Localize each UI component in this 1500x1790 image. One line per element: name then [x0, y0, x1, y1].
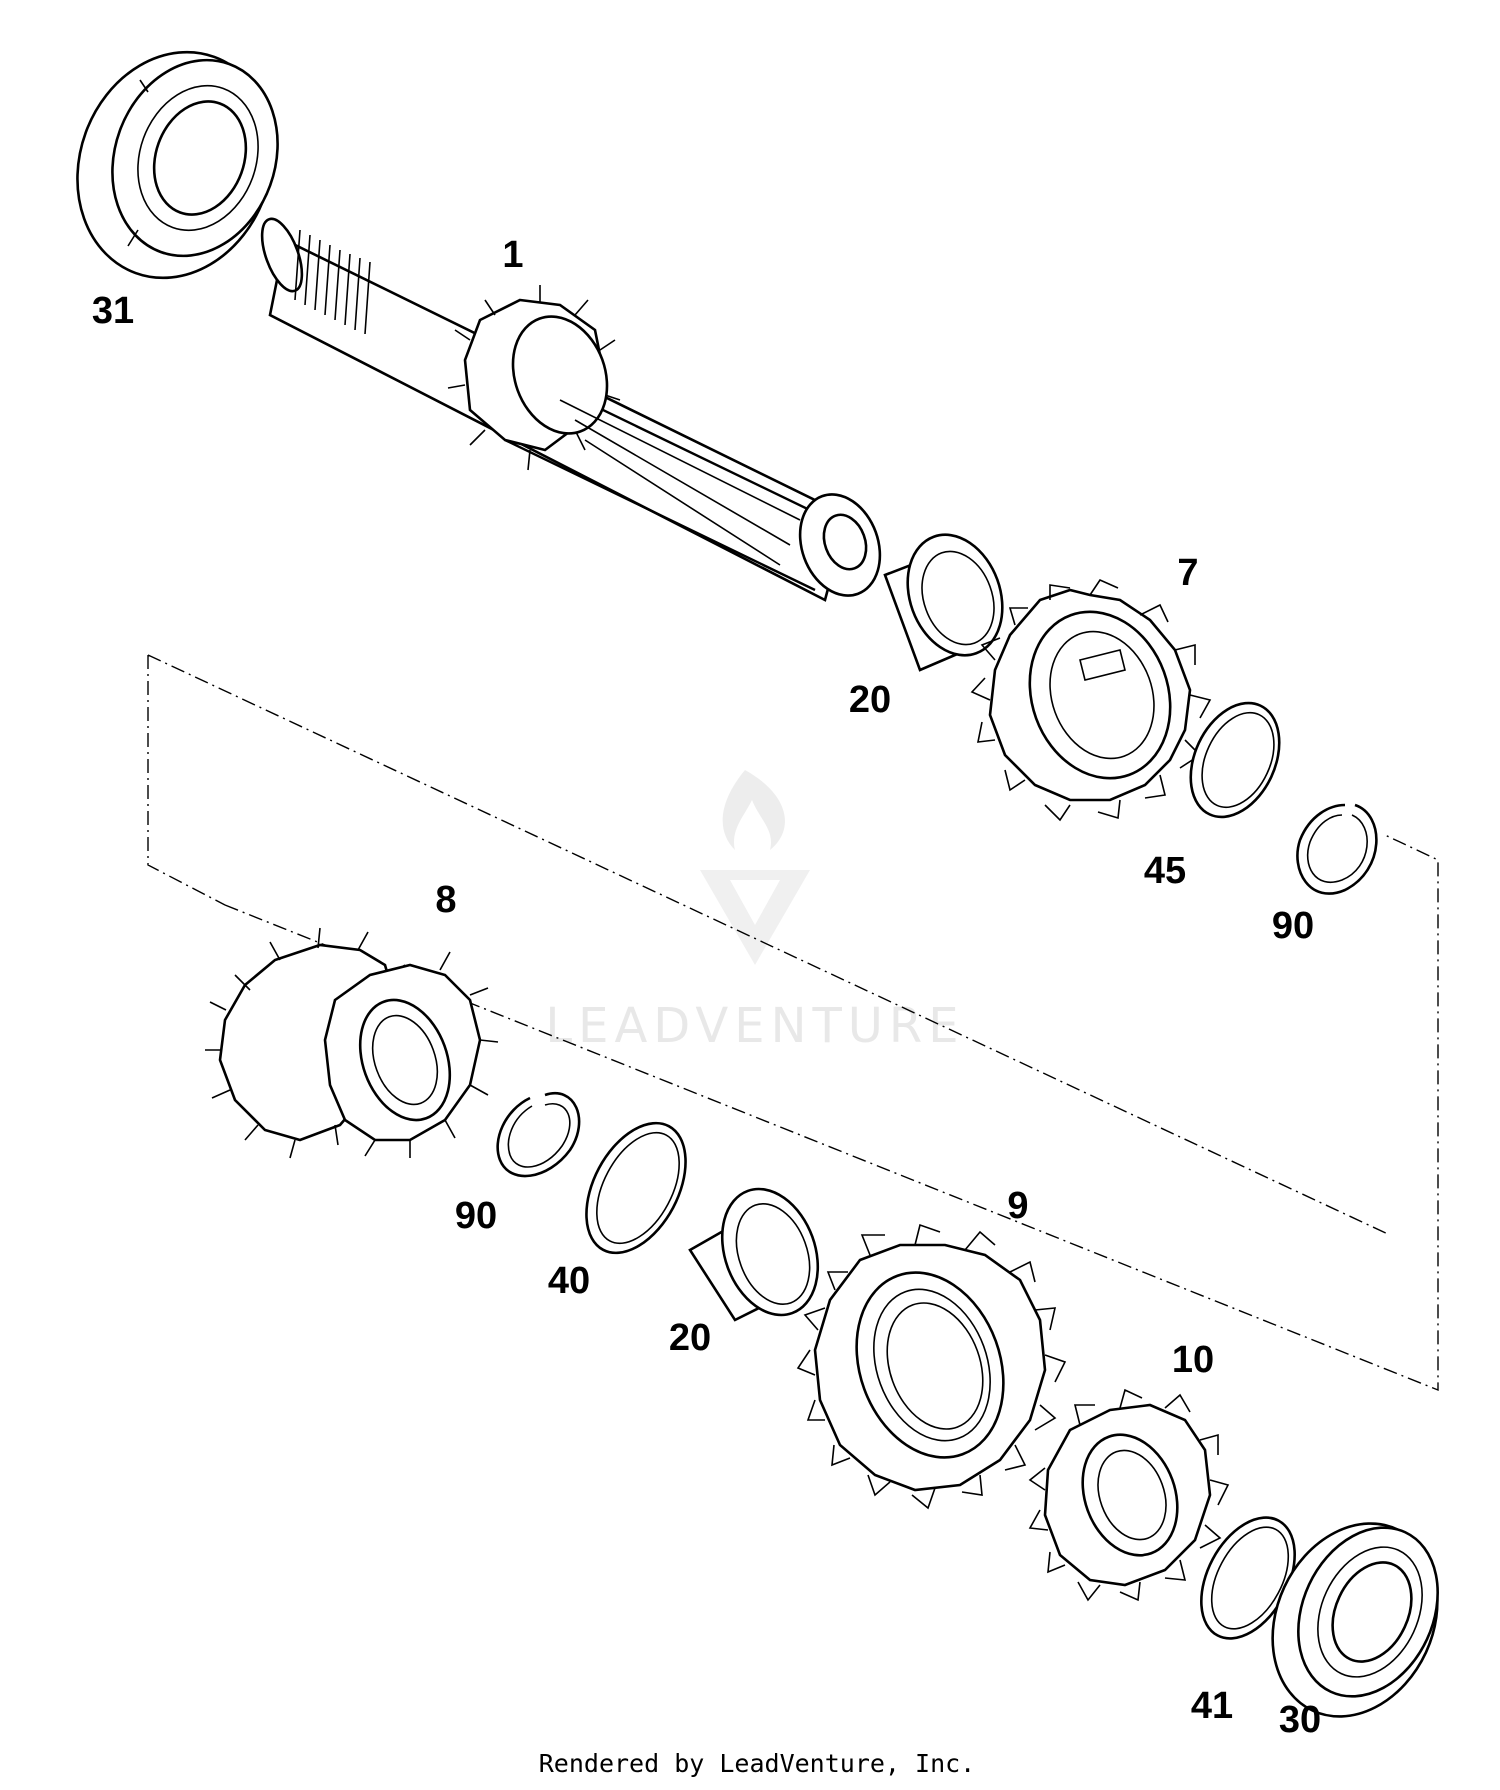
callout-41[interactable]: 41	[1191, 1685, 1233, 1727]
gear-7[interactable]	[970, 578, 1212, 822]
callout-45[interactable]: 45	[1144, 850, 1186, 892]
bushing-20-upper[interactable]	[883, 521, 1018, 672]
callout-20-lower[interactable]: 20	[669, 1317, 711, 1359]
callout-9[interactable]: 9	[1007, 1185, 1028, 1227]
callout-7[interactable]: 7	[1177, 552, 1198, 594]
assembly-line	[147, 654, 1439, 1392]
callout-1[interactable]: 1	[502, 234, 523, 276]
leadventure-watermark: LEADVENTURE	[545, 770, 964, 1054]
bearing-31[interactable]	[46, 24, 304, 305]
gear-8[interactable]	[205, 927, 499, 1159]
snap-ring-90-upper[interactable]	[1296, 803, 1378, 895]
callout-31[interactable]: 31	[92, 290, 134, 332]
callout-8[interactable]: 8	[435, 879, 456, 921]
watermark-text: LEADVENTURE	[545, 998, 964, 1054]
callout-40[interactable]: 40	[548, 1260, 590, 1302]
bearing-30[interactable]	[1242, 1496, 1468, 1743]
callout-labels: 1 31 7 20 45 90 8 90 40 20 9 10 41 30	[92, 234, 1321, 1741]
callout-30[interactable]: 30	[1279, 1699, 1321, 1741]
callout-90-lower[interactable]: 90	[455, 1195, 497, 1237]
washer-45[interactable]	[1173, 689, 1296, 832]
gear-10[interactable]	[1028, 1388, 1230, 1602]
gear-9[interactable]	[796, 1223, 1067, 1510]
callout-20-upper[interactable]: 20	[849, 679, 891, 721]
footer-credit: Rendered by LeadVenture, Inc.	[539, 1749, 976, 1778]
bushing-20-lower[interactable]	[688, 1176, 835, 1329]
callout-10[interactable]: 10	[1172, 1339, 1214, 1381]
snap-ring-90-lower[interactable]	[496, 1092, 581, 1178]
callout-90-upper[interactable]: 90	[1272, 905, 1314, 947]
washer-40[interactable]	[566, 1106, 706, 1269]
shaft-1[interactable]	[254, 214, 894, 607]
